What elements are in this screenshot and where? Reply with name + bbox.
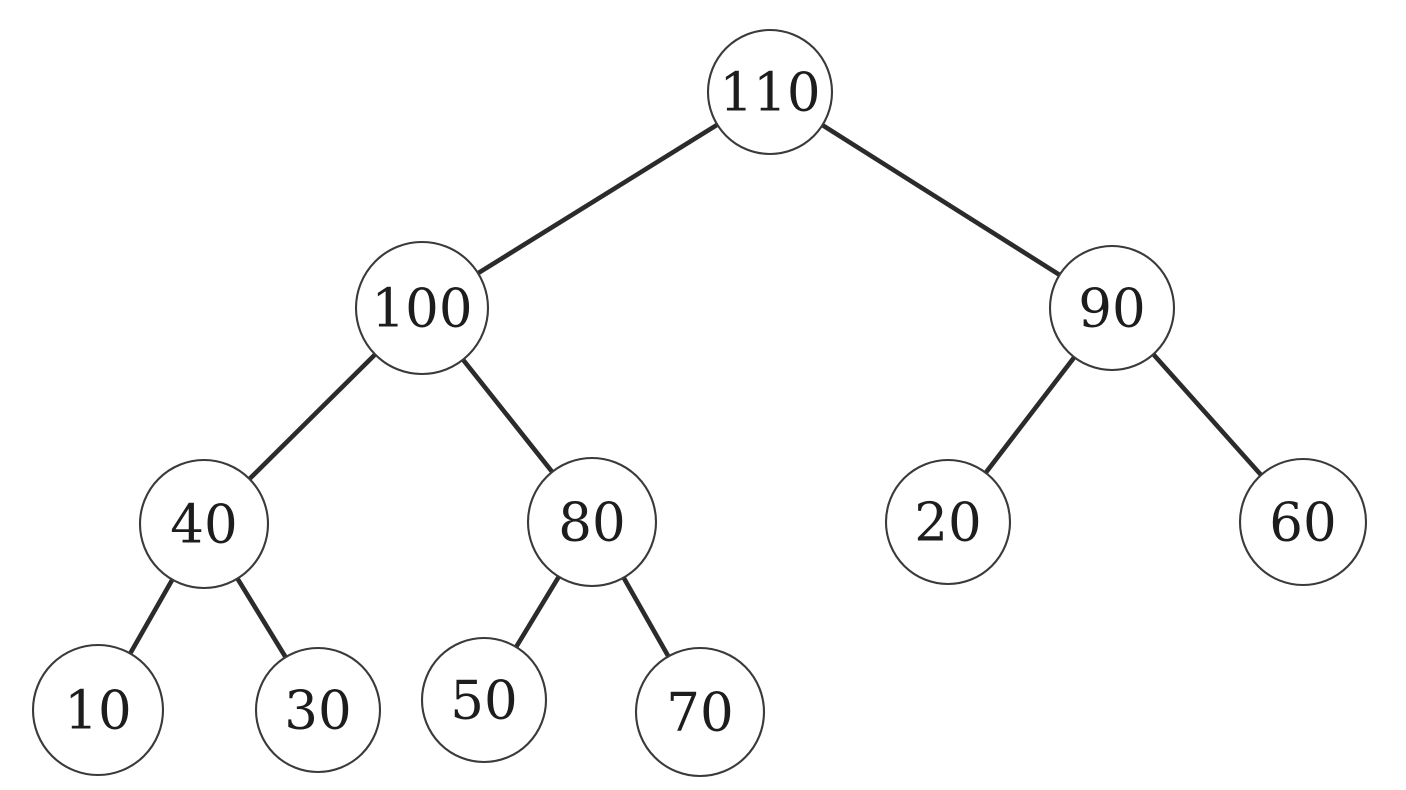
tree-node[interactable]: 60 [1238,457,1368,587]
node-label: 20 [914,493,981,554]
node-circle[interactable] [254,646,382,774]
node-circle[interactable] [706,28,834,156]
tree-node[interactable]: 10 [31,643,165,777]
node-circle[interactable] [420,636,548,764]
tree-node[interactable]: 70 [634,646,766,778]
tree-edge [982,354,1078,476]
tree-node[interactable]: 50 [420,636,548,764]
node-label: 50 [450,671,517,732]
tree-edge [127,576,176,657]
node-label: 90 [1078,279,1145,340]
node-label: 40 [170,495,237,556]
node-label: 60 [1269,493,1336,554]
edge-layer [127,121,1265,661]
node-label: 100 [371,279,472,340]
node-circle[interactable] [634,646,766,778]
tree-edge [234,575,289,661]
tree-node[interactable]: 80 [526,456,658,588]
tree-edge [474,121,721,277]
node-label: 110 [719,63,820,124]
tree-edge [460,356,556,475]
node-layer: 110 100 90 40 80 20 60 10 30 50 70 [31,28,1368,778]
tree-edge [620,574,672,660]
tree-node[interactable]: 90 [1048,244,1176,372]
node-circle[interactable] [526,456,658,588]
tree-node[interactable]: 40 [138,458,270,590]
node-circle[interactable] [1048,244,1176,372]
tree-node[interactable]: 100 [354,240,490,376]
node-circle[interactable] [354,240,490,376]
tree-edge [819,122,1063,278]
node-circle[interactable] [31,643,165,777]
node-label: 80 [558,493,625,554]
node-label: 30 [284,681,351,742]
tree-edge [246,351,379,482]
tree-edge [513,573,562,651]
node-label: 70 [666,683,733,744]
tree-node[interactable]: 110 [706,28,834,156]
tree-edge [1150,351,1265,479]
node-circle[interactable] [138,458,270,590]
tree-node[interactable]: 30 [254,646,382,774]
tree-node[interactable]: 20 [884,458,1012,586]
node-label: 10 [64,681,131,742]
node-circle[interactable] [1238,457,1368,587]
node-circle[interactable] [884,458,1012,586]
